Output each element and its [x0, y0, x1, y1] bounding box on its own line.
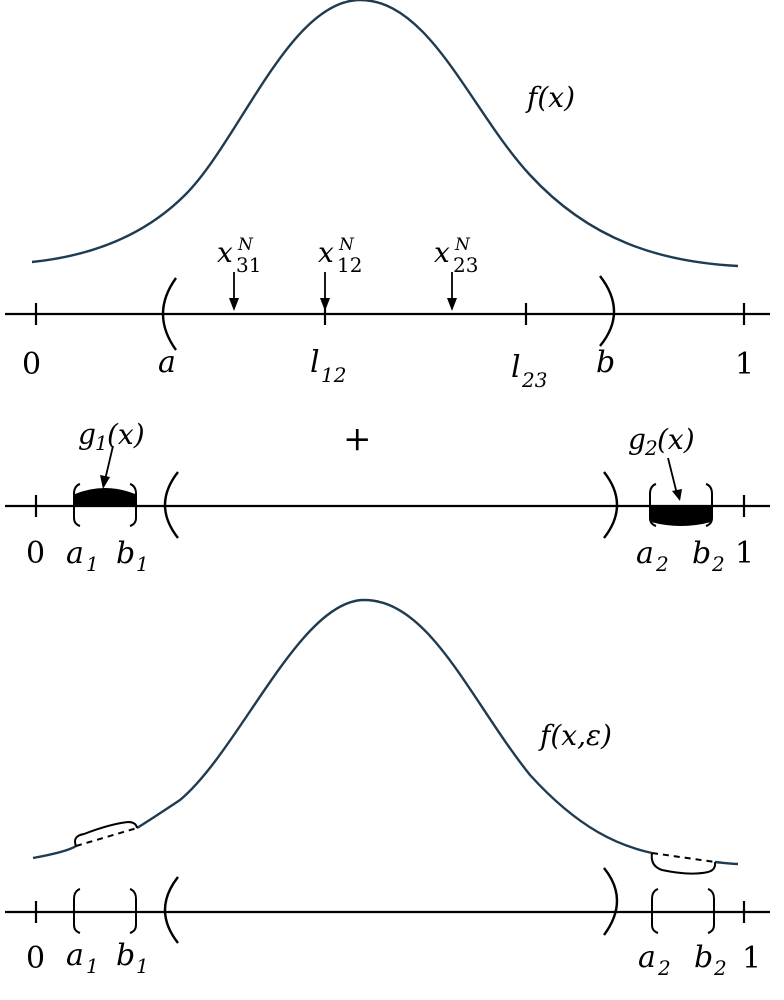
- axis-label-l12: l: [310, 345, 320, 380]
- axis-label-a1-sub-middle: 1: [86, 552, 99, 576]
- axis-label-b1-middle: b: [116, 536, 135, 571]
- axis-label-b2-sub-bottom: 2: [713, 956, 727, 980]
- paren-right-bottom: [603, 867, 619, 936]
- axis-label-a: a: [158, 345, 176, 380]
- axis-label-1-top: 1: [735, 347, 754, 382]
- marker-sub-x23: 23: [453, 253, 478, 277]
- density-curve-f-eps: [32, 598, 739, 866]
- paren-left-bottom: [163, 876, 179, 944]
- bracket-left-a2-middle: [649, 483, 657, 527]
- axis-label-1-middle: 1: [735, 536, 754, 571]
- marker-sup-x12: N: [338, 235, 355, 255]
- label-g2-arg: (x): [657, 423, 695, 456]
- bracket-left-a1-bottom: [73, 888, 81, 934]
- axis-label-a1-middle: a: [66, 536, 84, 571]
- marker-label-x31: x: [217, 236, 233, 269]
- marker-arrowhead-x23: [447, 298, 457, 311]
- paren-left-a-middle: [163, 471, 179, 539]
- label-g1: g: [78, 418, 96, 451]
- axis-label-a2-middle: a: [636, 536, 654, 571]
- axis-label-b: b: [596, 345, 615, 380]
- axis-label-b1-bottom: b: [116, 938, 135, 973]
- axis-label-b1-sub-middle: 1: [136, 552, 149, 576]
- axis-label-b2-middle: b: [692, 536, 711, 571]
- bracket-right-b2-bottom: [707, 888, 715, 934]
- axis-label-b1-sub-bottom: 1: [136, 954, 149, 978]
- panel-bottom: f(x,ε) 0 a 1 b 1 a 2 b 2 1: [5, 598, 770, 980]
- dashed-segment-right: [651, 852, 716, 863]
- axis-label-b2-bottom: b: [694, 940, 713, 975]
- paren-right-b: [599, 275, 616, 347]
- marker-arrowhead-x31: [229, 298, 239, 311]
- bracket-right-b1-bottom: [129, 888, 137, 934]
- axis-label-a1-sub-bottom: 1: [86, 954, 99, 978]
- axis-label-1-bottom: 1: [742, 941, 761, 976]
- bracket-left-a1-middle: [73, 483, 81, 527]
- dashed-segment-left: [75, 827, 138, 847]
- axis-label-0-top: 0: [22, 347, 41, 382]
- axis-label-a1-bottom: a: [66, 938, 84, 973]
- perturbed-bump-left: [74, 820, 138, 847]
- axis-label-0-middle: 0: [26, 536, 45, 571]
- arrow-g1: [104, 445, 114, 481]
- axis-label-b2-sub-middle: 2: [711, 552, 725, 576]
- label-g2: g: [628, 423, 646, 456]
- label-g1-sub: 1: [95, 431, 108, 455]
- axis-label-l23: l: [511, 350, 521, 385]
- label-g2-sub: 2: [644, 436, 658, 460]
- density-curve-f: [31, 0, 739, 268]
- panel-top: f(x) x N 31 x N 12 x N 23 0 a: [5, 0, 770, 392]
- marker-sub-x12: 12: [337, 253, 362, 277]
- axis-label-0-bottom: 0: [26, 941, 45, 976]
- arrow-g2: [667, 457, 678, 495]
- marker-arrowhead-x12: [320, 298, 330, 311]
- perturbed-bump-right: [650, 852, 717, 875]
- arrowhead-g2: [672, 489, 682, 501]
- panel-middle: + g 1 (x) g 2 (x) 0 a 1 b 1 a 2 b: [5, 418, 770, 576]
- marker-sup-x23: N: [454, 235, 471, 255]
- axis-label-l12-sub: 12: [321, 363, 346, 387]
- bump-g2: [651, 506, 711, 526]
- paren-right-b-middle: [603, 471, 619, 539]
- bump-g1: [75, 488, 135, 506]
- marker-label-x23: x: [434, 236, 450, 269]
- axis-label-l23-sub: 23: [521, 368, 547, 392]
- arrowhead-g1: [100, 475, 110, 489]
- bracket-left-a2-bottom: [651, 888, 659, 934]
- axis-label-a2-sub-middle: 2: [655, 552, 669, 576]
- curve-label-f: f(x): [525, 81, 575, 114]
- marker-sup-x31: N: [237, 235, 254, 255]
- label-g1-arg: (x): [107, 418, 145, 451]
- marker-sub-x31: 31: [236, 253, 261, 277]
- axis-label-a2-sub-bottom: 2: [657, 956, 671, 980]
- paren-left-a: [161, 277, 177, 351]
- plus-sign: +: [343, 419, 372, 459]
- axis-label-a2-bottom: a: [638, 940, 656, 975]
- bracket-right-b2-middle: [705, 483, 713, 527]
- bracket-right-b1-middle: [129, 483, 137, 527]
- curve-label-f-eps: f(x,ε): [538, 719, 612, 752]
- marker-label-x12: x: [318, 236, 334, 269]
